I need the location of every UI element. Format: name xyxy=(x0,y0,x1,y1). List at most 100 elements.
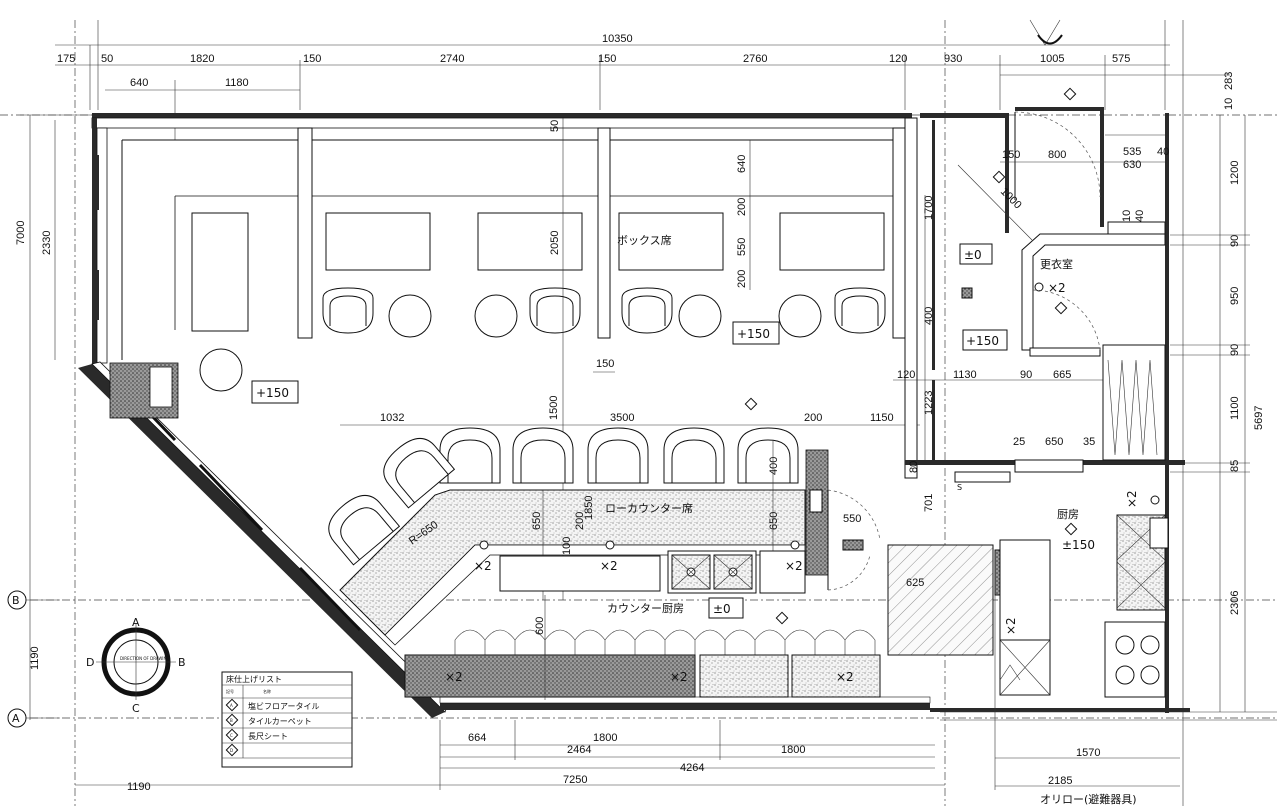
bottom-note: オリロー(避難器具) xyxy=(1040,792,1137,806)
legend-code-3: D xyxy=(230,748,233,753)
dim-right-total: 5697 xyxy=(1253,406,1265,430)
dim-part-1: 400 xyxy=(923,307,935,325)
grid-label-b: B xyxy=(12,594,20,607)
dim-right-top-1: 10 xyxy=(1223,98,1235,110)
armchair xyxy=(322,287,374,334)
dim-ch-6: 40 xyxy=(1134,210,1146,222)
dim-counter-0: 1032 xyxy=(380,412,404,424)
box-table-2 xyxy=(325,212,431,271)
kitchen-table xyxy=(887,544,994,656)
dim-counter-4: 1150 xyxy=(870,412,894,424)
bottom-dimensions: 664 1800 2464 1800 4264 7250 1190 1570 2… xyxy=(75,550,1180,806)
dim-bottom-4: 4264 xyxy=(680,762,704,774)
dim-bottom-7: 1570 xyxy=(1076,747,1100,759)
legend-code-2: C xyxy=(230,733,233,738)
dim-counter-3: 200 xyxy=(804,412,822,424)
dim-top-seg-4: 2740 xyxy=(440,53,464,65)
level-marker xyxy=(732,321,780,345)
grid-marker-a xyxy=(7,708,27,728)
dim-part-2: 1223 xyxy=(923,391,935,415)
dim-box-right-1: 200 xyxy=(736,198,748,216)
multiplier-x2: ×2 xyxy=(1125,490,1139,508)
dim-ph-0: 120 xyxy=(897,369,915,381)
dim-top-seg-3: 150 xyxy=(303,53,321,65)
dim-ph-3: 665 xyxy=(1053,369,1071,381)
level-marker xyxy=(708,597,744,619)
multiplier-x2: ×2 xyxy=(474,559,492,573)
dim-ch-1: 800 xyxy=(1048,149,1066,161)
multiplier-x2: ×2 xyxy=(600,559,618,573)
dim-cv-8: 550 xyxy=(843,513,861,525)
legend-code-0: A xyxy=(230,703,233,708)
armchair xyxy=(383,437,456,509)
level-plus150-center: +150 xyxy=(737,327,770,341)
dim-left-total: 7000 xyxy=(15,221,27,245)
armchair xyxy=(621,287,673,334)
box-table-3 xyxy=(477,212,583,271)
dim-bottom-3: 1800 xyxy=(781,744,805,756)
box-seats-area: 2050 50 640 200 550 200 150 ボックス席 +150 +… xyxy=(174,118,906,600)
round-stool xyxy=(388,294,432,338)
dim-bottom-0: 664 xyxy=(468,732,486,744)
dim-top-total: 10350 xyxy=(602,33,633,45)
right-dimensions: 1200 90 950 90 1100 85 2306 5697 xyxy=(1170,115,1265,712)
dim-right-3: 90 xyxy=(1229,344,1241,356)
armchair xyxy=(834,287,886,334)
armchair xyxy=(529,287,581,334)
round-stool xyxy=(678,294,722,338)
dim-top-sub-0: 640 xyxy=(130,77,148,89)
armchair xyxy=(663,427,725,484)
dim-right-4: 1100 xyxy=(1229,396,1241,420)
dim-cv-4: 1850 xyxy=(583,496,595,520)
dim-ch-5: 10 xyxy=(1121,210,1133,222)
multiplier-x2: ×2 xyxy=(670,670,688,684)
legend-code-1: B xyxy=(230,718,233,723)
dim-top-seg-5: 150 xyxy=(598,53,616,65)
dim-ch-4: 40 xyxy=(1157,146,1169,158)
compass-west: D xyxy=(86,656,94,669)
armchair xyxy=(512,427,574,484)
legend-col-code: 記号 xyxy=(226,688,234,694)
dim-bottom-5: 7250 xyxy=(563,774,587,786)
dim-ph-1: 1130 xyxy=(953,369,977,381)
dim-bottom-6: 1190 xyxy=(127,781,151,793)
dim-left-sub: 2330 xyxy=(41,231,53,255)
dim-part-3: 701 xyxy=(923,494,935,512)
dim-ch-3: 630 xyxy=(1123,159,1141,171)
dim-cv-1: 200 xyxy=(574,512,586,530)
legend-name-1: タイルカーペット xyxy=(248,717,312,726)
round-stool xyxy=(474,294,518,338)
dim-bottom-2: 2464 xyxy=(567,744,591,756)
dim-top-seg-9: 1005 xyxy=(1040,53,1064,65)
dim-part-h-80: 80 xyxy=(908,461,920,473)
room-label-changing: 更衣室 xyxy=(1040,257,1073,271)
dim-door-radius: 1000 xyxy=(998,186,1024,212)
dim-box-right-2: 550 xyxy=(736,238,748,256)
dim-box-right-3: 200 xyxy=(736,270,748,288)
dim-top-seg-6: 2760 xyxy=(743,53,767,65)
dim-right-2: 950 xyxy=(1229,287,1241,305)
dim-counter-2: 3500 xyxy=(610,412,634,424)
floor-finish-legend: 床仕上げリスト 記号 名称 A 塩ビフロアータイル B タイルカーペット C 長… xyxy=(221,671,353,768)
room-label-counter-kitchen: カウンター厨房 xyxy=(607,602,684,615)
armchair xyxy=(737,427,799,484)
box-table-4 xyxy=(618,212,724,271)
level-zero-counter: ±0 xyxy=(713,602,731,616)
dim-left-bottom: 1190 xyxy=(29,646,41,670)
box-table-1 xyxy=(191,212,249,332)
dim-ch-2: 535 xyxy=(1123,146,1141,158)
dim-kitchen-1: 625 xyxy=(906,577,924,589)
level-kitchen: ±150 xyxy=(1062,538,1095,552)
multiplier-x2: ×2 xyxy=(1004,617,1018,635)
dim-top-seg-10: 575 xyxy=(1112,53,1130,65)
compass-center: DIRECTION OF DRAWING xyxy=(120,656,170,661)
top-dimensions: 10350 175 50 1820 150 2740 150 2760 120 … xyxy=(55,20,1235,806)
counter-kitchen-area: カウンター厨房 ±0 ×2 ×2 ×2 600 xyxy=(404,595,881,700)
dim-right-0: 1200 xyxy=(1229,161,1241,185)
dim-ph-2: 90 xyxy=(1020,369,1032,381)
round-stool xyxy=(778,294,822,338)
dim-counter-v-low: 600 xyxy=(534,617,546,635)
compass: A B C D DIRECTION OF DRAWING xyxy=(86,616,186,715)
dim-top-sub-1: 1180 xyxy=(225,77,249,89)
